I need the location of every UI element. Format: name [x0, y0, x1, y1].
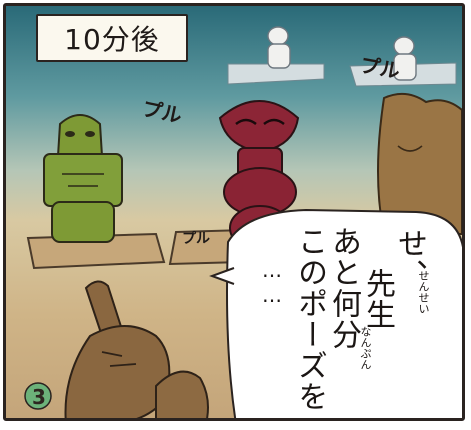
top-stone-slab — [227, 63, 325, 85]
ruby-sensei: せんせい — [417, 270, 430, 314]
foreground-dogu-figure — [64, 280, 209, 418]
speech-line-2: 先生 — [360, 268, 395, 330]
brown-dogu-figure — [377, 92, 462, 235]
time-caption-text: 10分後 — [64, 23, 160, 56]
tremble-sfx-center: プル — [182, 231, 210, 247]
panel-illustration — [24, 26, 462, 418]
speech-line-1: せ、 — [392, 228, 427, 290]
distant-statue-2 — [393, 36, 417, 81]
tremble-sfx-right: プル — [358, 52, 402, 84]
speech-line-4: このポーズを — [292, 226, 327, 412]
speech-bubble — [226, 208, 462, 418]
speech-ellipsis: …… — [260, 258, 284, 308]
green-dogu-figure — [43, 114, 123, 243]
page-number: 3 — [32, 385, 46, 409]
speech-line-3: あと何分 — [326, 226, 361, 350]
comic-panel: 10分後 プル プル プル せ、 先生 あと何分 このポーズを せんせい なんぷ… — [3, 3, 465, 421]
distant-statue-1 — [267, 26, 291, 69]
time-caption: 10分後 — [36, 14, 188, 62]
speech-bubble-tail — [209, 267, 235, 285]
ruby-nanpun: なんぷん — [359, 326, 372, 370]
page-number-badge — [24, 382, 52, 410]
